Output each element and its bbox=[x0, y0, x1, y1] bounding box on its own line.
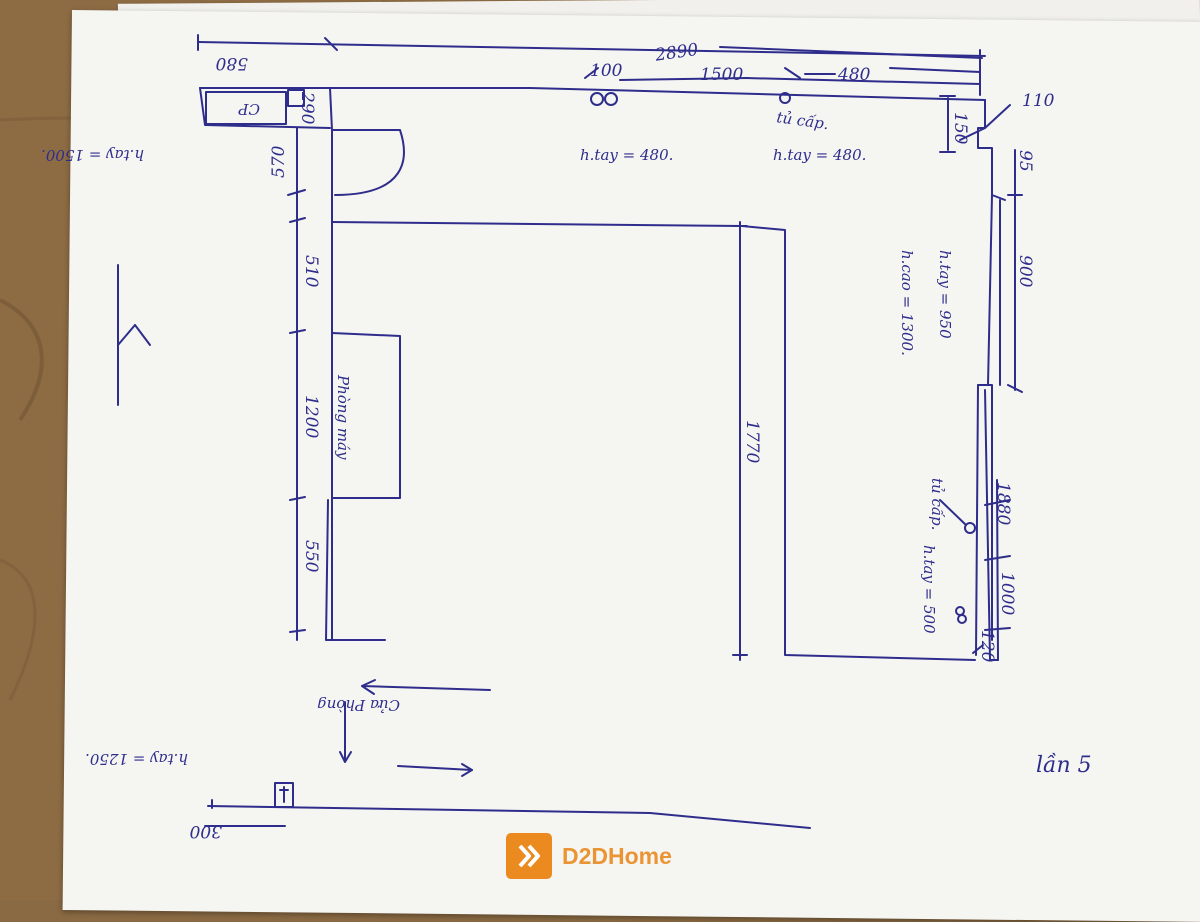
note-top-height: h.tay = 480. bbox=[580, 146, 673, 164]
note-top-height-2: h.tay = 480. bbox=[773, 146, 866, 164]
dim-top-total: 2890 bbox=[653, 40, 700, 66]
dim-left-d: 1200 bbox=[301, 395, 321, 438]
note-right-height-1: h.tay = 950 bbox=[936, 250, 954, 339]
watermark-brand: D2DHome bbox=[562, 842, 672, 869]
dim-top-left: 580 bbox=[215, 53, 248, 73]
note-tu-cap-1: tủ cấp. bbox=[775, 108, 829, 133]
dim-top-seg-a: 100 bbox=[590, 61, 623, 81]
dim-left-e: 550 bbox=[301, 540, 321, 573]
plan-walls bbox=[199, 87, 1006, 661]
chevron-double-icon bbox=[506, 833, 552, 879]
dim-right-d: 120 bbox=[977, 630, 997, 663]
dim-left-b: 570 bbox=[269, 145, 289, 178]
note-right-height-3: h.tay = 500 bbox=[920, 545, 938, 634]
dim-left-a: 290 bbox=[297, 91, 317, 125]
dimension-ticks bbox=[287, 127, 1023, 661]
note-tu-cap-2: tủ cấp. bbox=[928, 478, 946, 530]
note-bottom-height: h.tay = 1250. bbox=[85, 750, 188, 768]
dim-right-b: 900 bbox=[1015, 255, 1035, 288]
dim-right-long: 1880 bbox=[993, 482, 1013, 525]
watermark-logo: D2DHome bbox=[506, 833, 672, 879]
note-version: lần 5 bbox=[1036, 752, 1092, 778]
annotation-marks bbox=[117, 92, 1011, 829]
note-door: Cửa Phòng bbox=[317, 696, 400, 714]
door-arrows bbox=[339, 679, 491, 777]
dim-top-seg-b: 1500 bbox=[700, 65, 743, 85]
dim-right-a: 95 bbox=[1015, 150, 1035, 172]
note-stamp: CP bbox=[238, 100, 260, 118]
floor-plan-sketch: 580 2890 100 1500 480 110 150 95 900 188… bbox=[41, 34, 1092, 841]
dimension-labels: 580 2890 100 1500 480 110 150 95 900 188… bbox=[189, 40, 1054, 841]
dim-left-c: 510 bbox=[301, 255, 321, 288]
dim-corner: 150 bbox=[950, 112, 970, 145]
note-right-height-2: h.cao = 1300. bbox=[898, 250, 916, 356]
dim-right-c: 1000 bbox=[997, 572, 1017, 615]
dim-center: 1770 bbox=[742, 420, 762, 463]
handwritten-notes: h.tay = 480. tủ cấp. h.tay = 480. h.tay … bbox=[41, 100, 1092, 778]
dim-top-seg-c: 480 bbox=[837, 65, 871, 85]
dim-bottom-left: 300 bbox=[189, 821, 222, 841]
note-left-height: h.tay = 1500. bbox=[41, 146, 144, 164]
top-dimension-lines bbox=[197, 34, 986, 96]
note-room: Phòng máy bbox=[334, 374, 352, 460]
dim-right-top: 110 bbox=[1022, 91, 1055, 111]
